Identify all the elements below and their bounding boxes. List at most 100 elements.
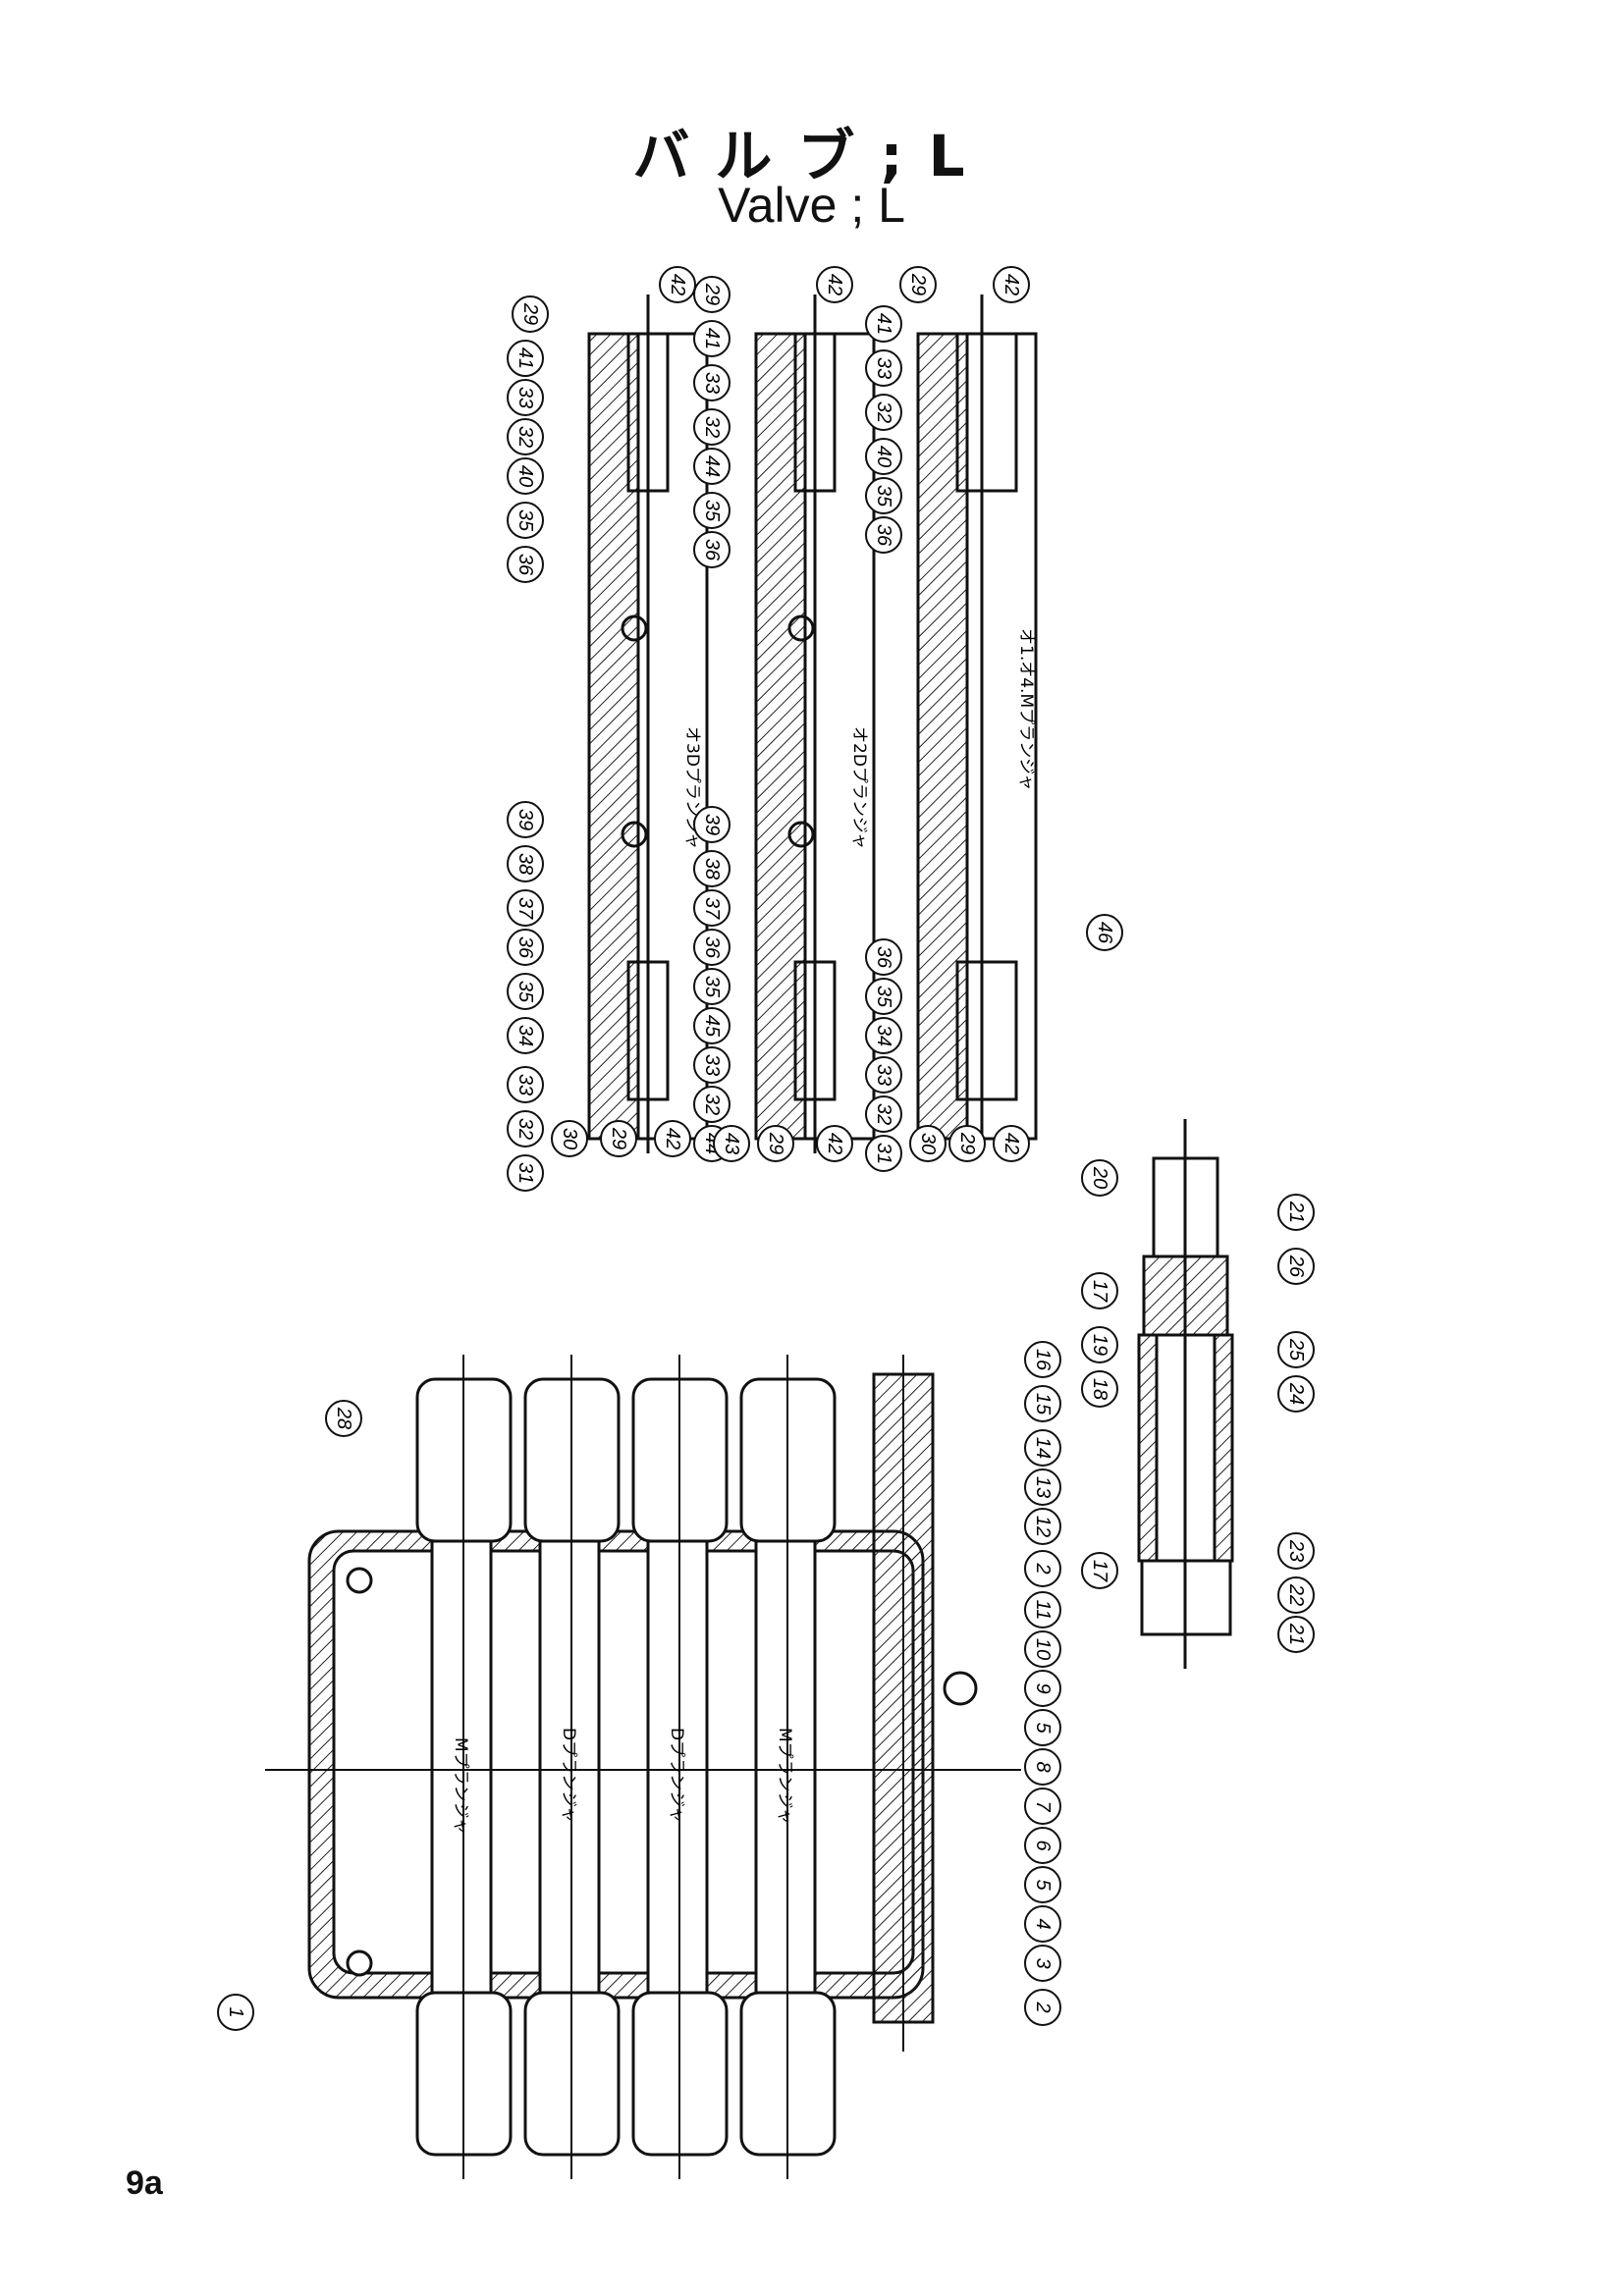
part-bubble-upper-right-11: 34 [865, 1017, 902, 1054]
part-bubble-upper-left-13: 34 [507, 1017, 544, 1054]
svg-text:42: 42 [824, 274, 845, 295]
part-bubble-main-11: 5 [1024, 1709, 1061, 1746]
svg-text:34: 34 [873, 1025, 894, 1046]
part-bubble-main-6: 12 [1024, 1508, 1061, 1545]
part-bubble-upper-right-7: 42 [993, 266, 1030, 303]
svg-text:2: 2 [1032, 1562, 1054, 1574]
part-bubble-upper-left-6: 36 [507, 546, 544, 583]
part-bubble-upper-mid-8: 39 [693, 806, 730, 843]
svg-text:21: 21 [1285, 1623, 1307, 1645]
svg-text:11: 11 [1032, 1600, 1054, 1621]
svg-text:34: 34 [514, 1025, 536, 1046]
svg-text:42: 42 [824, 1133, 845, 1154]
svg-text:17: 17 [1089, 1560, 1110, 1582]
part-bubble-upper-left-4: 40 [507, 457, 544, 495]
svg-text:2: 2 [1032, 2001, 1054, 2012]
svg-text:35: 35 [514, 509, 536, 532]
part-bubble-upper-mid-14: 33 [693, 1046, 730, 1084]
part-bubble-upper-left-19: 42 [654, 1120, 691, 1157]
svg-text:41: 41 [701, 328, 723, 349]
svg-text:32: 32 [701, 416, 723, 438]
part-bubble-upper-mid-7: 36 [693, 531, 730, 568]
part-bubble-main-8: 11 [1024, 1591, 1061, 1629]
part-bubble-upper-left-0: 29 [512, 295, 549, 333]
svg-text:19: 19 [1089, 1334, 1110, 1356]
part-bubble-relief-9: 17 [1081, 1552, 1118, 1589]
svg-text:42: 42 [1001, 274, 1022, 295]
svg-text:42: 42 [667, 274, 688, 295]
svg-text:6: 6 [1032, 1840, 1054, 1851]
svg-text:36: 36 [873, 524, 894, 547]
part-bubble-upper-mid-12: 35 [693, 968, 730, 1005]
svg-text:21: 21 [1285, 1201, 1307, 1223]
part-bubble-upper-mid-3: 33 [693, 364, 730, 401]
svg-text:32: 32 [514, 1118, 536, 1140]
svg-text:22: 22 [1285, 1583, 1307, 1606]
part-bubble-upper-right-2: 33 [865, 349, 902, 387]
plunger-section-1 [587, 294, 709, 1153]
part-bubble-relief-0: 20 [1081, 1159, 1118, 1197]
svg-text:29: 29 [519, 302, 541, 325]
part-bubble-upper-mid-6: 35 [693, 492, 730, 529]
svg-text:45: 45 [701, 1015, 723, 1038]
part-bubble-upper-mid-18: 29 [757, 1125, 794, 1162]
part-bubble-main-16: 4 [1024, 1905, 1061, 1943]
part-bubble-upper-right-1: 41 [865, 305, 902, 343]
svg-text:36: 36 [701, 539, 723, 561]
svg-text:35: 35 [701, 976, 723, 998]
part-bubble-relief-6: 18 [1081, 1370, 1118, 1408]
part-bubble-upper-left-10: 37 [507, 889, 544, 927]
svg-text:35: 35 [873, 986, 894, 1008]
svg-text:33: 33 [873, 357, 894, 379]
part-bubble-relief-7: 24 [1277, 1375, 1315, 1413]
spool-label-lower-3: Dプランジャ [667, 1728, 686, 1823]
svg-text:4: 4 [1032, 1918, 1054, 1929]
part-bubble-upper-mid-15: 32 [693, 1086, 730, 1123]
spool-label-upper-3: オ1.オ4.Mプランジャ [1016, 628, 1036, 790]
plunger-section-3 [916, 294, 1038, 1153]
part-bubble-upper-left-17: 30 [551, 1120, 588, 1157]
svg-text:42: 42 [1001, 1133, 1022, 1154]
part-bubble-main-3: 15 [1024, 1385, 1061, 1422]
part-bubble-upper-left-3: 32 [507, 418, 544, 455]
part-bubble-main-10: 9 [1024, 1670, 1061, 1707]
svg-text:10: 10 [1032, 1638, 1054, 1660]
svg-text:12: 12 [1032, 1516, 1054, 1537]
part-bubble-main-17: 3 [1024, 1945, 1061, 1982]
svg-text:28: 28 [333, 1407, 354, 1429]
svg-text:33: 33 [514, 1074, 536, 1095]
svg-text:33: 33 [873, 1064, 894, 1086]
part-bubble-relief-5: 25 [1277, 1331, 1315, 1368]
center-lines [265, 1355, 1021, 2179]
svg-text:41: 41 [514, 347, 536, 369]
part-bubble-main-4: 14 [1024, 1429, 1061, 1467]
svg-text:1: 1 [225, 2006, 246, 2017]
svg-text:38: 38 [701, 858, 723, 880]
relief-valve-section [1137, 1119, 1234, 1669]
part-bubble-upper-mid-0: 42 [816, 266, 853, 303]
part-bubble-upper-mid-13: 45 [693, 1007, 730, 1044]
part-bubble-upper-right-0: 29 [899, 266, 937, 303]
svg-text:35: 35 [514, 981, 536, 1003]
svg-text:29: 29 [608, 1127, 629, 1149]
part-bubble-upper-mid-5: 44 [693, 448, 730, 485]
part-bubble-upper-right-15: 30 [909, 1125, 947, 1162]
part-bubble-upper-left-14: 33 [507, 1066, 544, 1103]
part-bubble-upper-left-9: 38 [507, 845, 544, 882]
svg-text:38: 38 [514, 853, 536, 875]
part-bubble-upper-mid-17: 43 [713, 1125, 750, 1162]
svg-text:9: 9 [1032, 1682, 1054, 1693]
part-bubble-upper-left-16: 31 [507, 1154, 544, 1192]
svg-text:36: 36 [514, 554, 536, 576]
svg-text:16: 16 [1032, 1349, 1054, 1371]
svg-text:30: 30 [917, 1133, 939, 1154]
part-bubble-upper-left-11: 36 [507, 929, 544, 966]
svg-text:32: 32 [873, 1103, 894, 1125]
svg-text:3: 3 [1032, 1957, 1054, 1968]
part-bubble-upper-mid-1: 29 [693, 276, 730, 313]
svg-text:23: 23 [1285, 1539, 1307, 1562]
svg-text:35: 35 [873, 485, 894, 507]
part-bubble-upper-left-15: 32 [507, 1110, 544, 1148]
svg-text:35: 35 [701, 500, 723, 522]
spool-label-lower-4: Mプランジャ [775, 1728, 794, 1825]
